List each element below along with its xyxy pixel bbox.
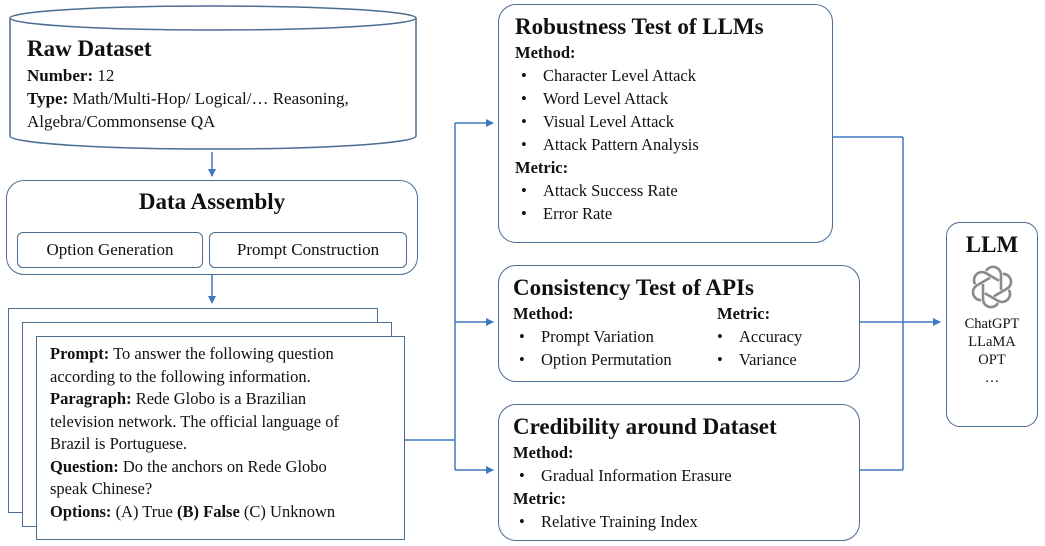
consistency-title: Consistency Test of APIs: [513, 275, 754, 300]
raw-dataset-type-cont: Algebra/Commonsense QA: [27, 112, 216, 131]
example-paragraph-cont-2: Brazil is Portuguese.: [50, 434, 188, 453]
credibility-node: Credibility around Dataset Method: Gradu…: [498, 404, 860, 541]
robustness-method-label: Method:: [515, 43, 576, 62]
robustness-metric-item: Error Rate: [515, 202, 832, 225]
consistency-method-label: Method:: [513, 304, 574, 323]
consistency-metric-label: Metric:: [717, 304, 771, 323]
robustness-title: Robustness Test of LLMs: [515, 14, 764, 39]
raw-dataset-title: Raw Dataset: [27, 36, 152, 61]
data-assembly-node: Data Assembly Option Generation Prompt C…: [6, 180, 418, 275]
llm-model: ChatGPT: [964, 316, 1020, 332]
consistency-method-item: Option Permutation: [513, 348, 713, 371]
prompt-construction-box: Prompt Construction: [209, 232, 407, 268]
consistency-metric-item: Variance: [711, 348, 851, 371]
example-paragraph-cont-1: television network. The official languag…: [50, 411, 339, 431]
consistency-method-item: Prompt Variation: [513, 325, 713, 348]
example-prompt: Prompt: To answer the following question: [50, 344, 334, 363]
example-question: Question: Do the anchors on Rede Globo: [50, 456, 327, 476]
llm-model: OPT: [978, 352, 1006, 368]
example-question-cont: speak Chinese?: [50, 479, 153, 498]
robustness-metric-label: Metric:: [515, 158, 569, 177]
robustness-method-item: Word Level Attack: [515, 87, 832, 110]
credibility-metric-item: Relative Training Index: [513, 510, 859, 533]
credibility-title: Credibility around Dataset: [513, 414, 777, 439]
consistency-metric-column: Metric: Accuracy Variance: [711, 302, 851, 371]
raw-dataset-type: Type: Math/Multi-Hop/ Logical/… Reasonin…: [27, 89, 349, 108]
llm-model: …: [984, 370, 1000, 386]
raw-dataset-node: Raw Dataset Number: 12 Type: Math/Multi-…: [27, 34, 412, 133]
openai-logo-icon: [970, 265, 1014, 309]
robustness-method-item: Attack Pattern Analysis: [515, 133, 832, 156]
robustness-node: Robustness Test of LLMs Method: Characte…: [498, 4, 833, 243]
example-options: Options: (A) True (B) False (C) Unknown: [50, 501, 336, 521]
credibility-metric-label: Metric:: [513, 489, 567, 508]
consistency-metric-item: Accuracy: [711, 325, 851, 348]
credibility-method-item: Gradual Information Erasure: [513, 464, 859, 487]
raw-dataset-number: Number: 12: [27, 66, 115, 85]
robustness-metric-item: Attack Success Rate: [515, 179, 832, 202]
cylinder-shape: [9, 5, 417, 150]
option-generation-box: Option Generation: [17, 232, 203, 268]
robustness-method-item: Visual Level Attack: [515, 110, 832, 133]
consistency-method-column: Method: Prompt Variation Option Permutat…: [513, 302, 713, 371]
data-assembly-title: Data Assembly: [138, 189, 286, 214]
example-card: Prompt: To answer the following question…: [36, 336, 405, 540]
credibility-method-label: Method:: [513, 443, 574, 462]
example-paragraph: Paragraph: Rede Globo is a Brazilian: [50, 389, 307, 408]
consistency-node: Consistency Test of APIs Method: Prompt …: [498, 265, 860, 382]
llm-model: LLaMA: [968, 334, 1016, 350]
robustness-method-item: Character Level Attack: [515, 64, 832, 87]
llm-node: LLM ChatGPT LLaMA OPT …: [946, 222, 1038, 427]
llm-title: LLM: [965, 232, 1019, 257]
example-prompt-cont: according to the following information.: [50, 366, 311, 386]
